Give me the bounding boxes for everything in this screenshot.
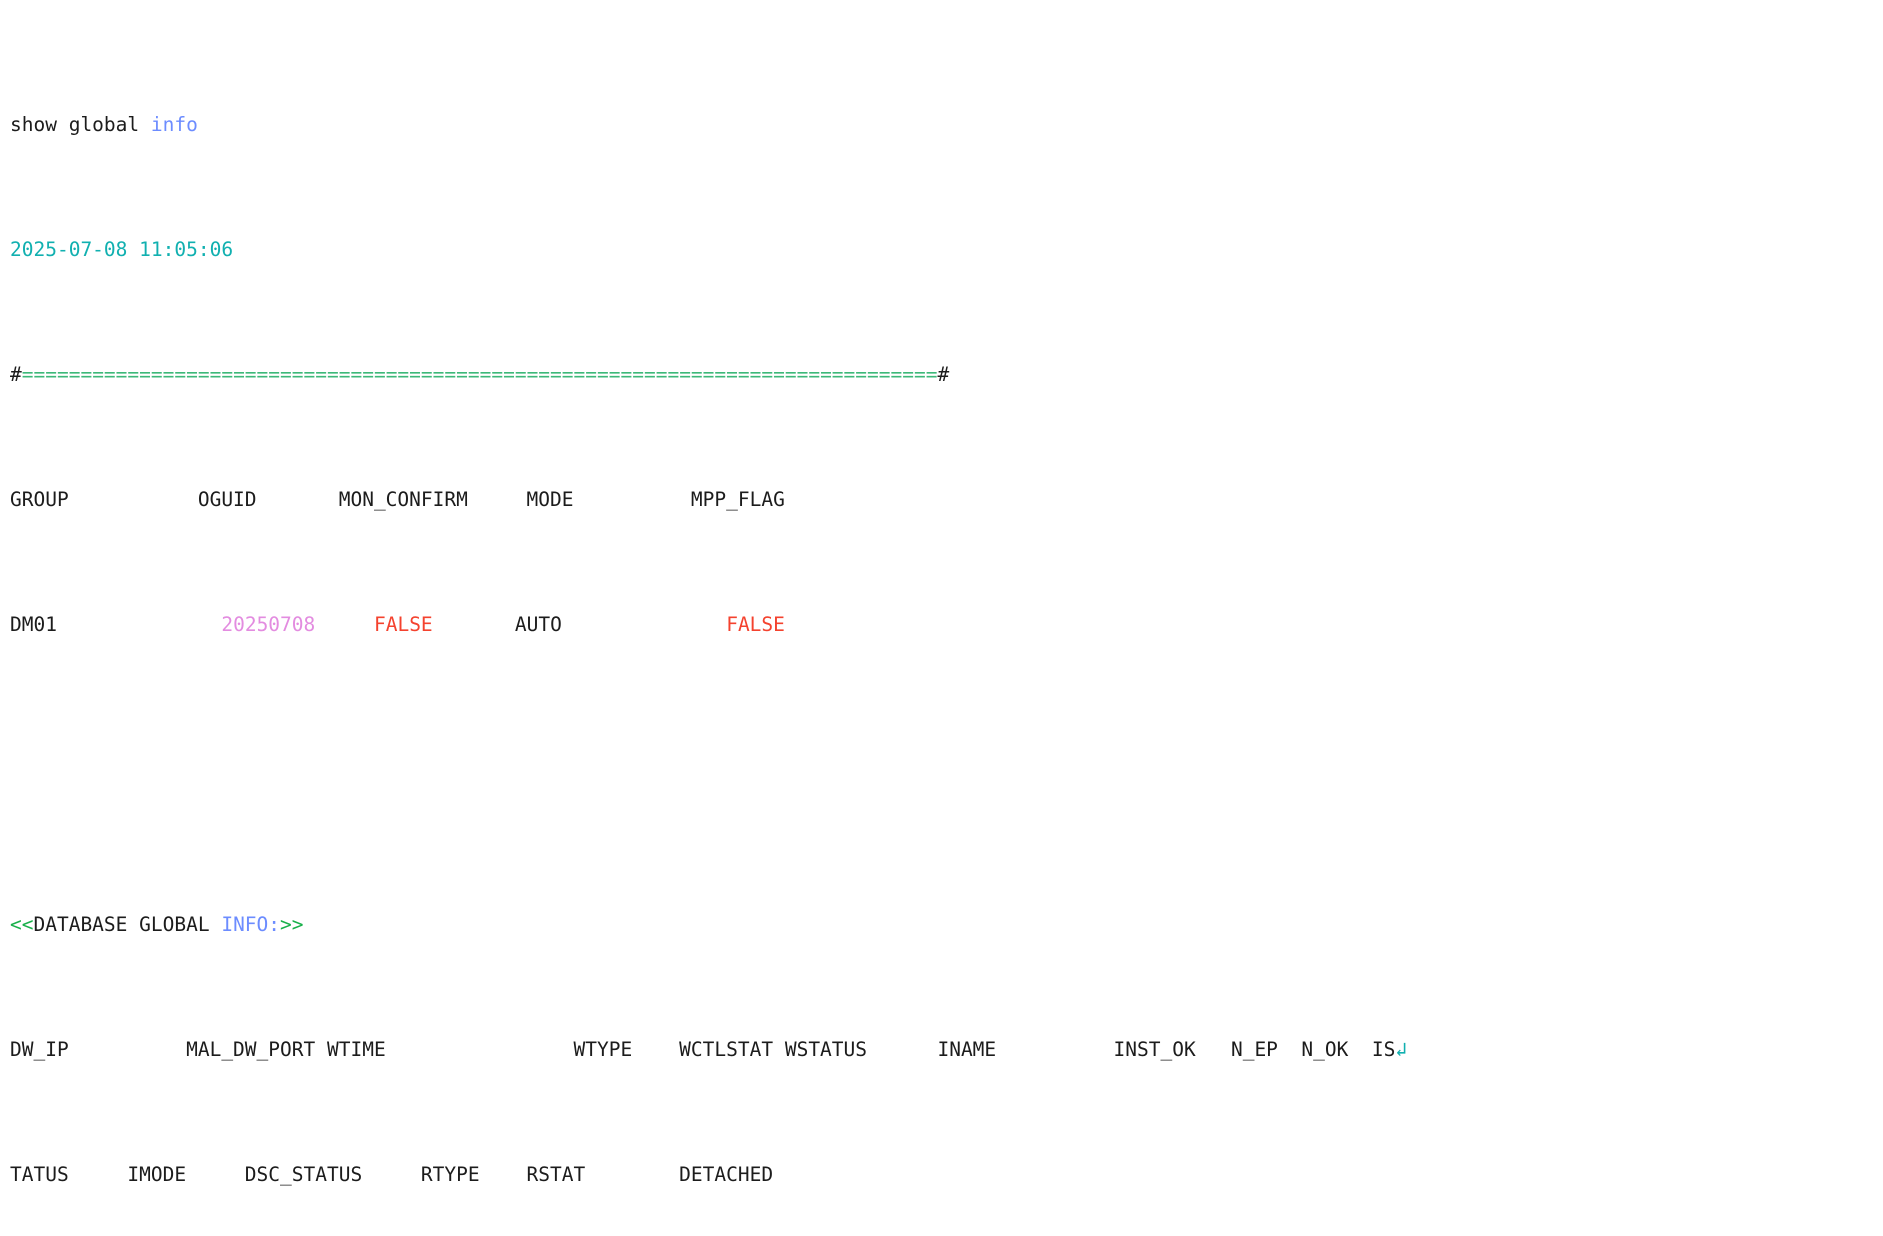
angle-open-icon: << — [10, 913, 34, 936]
group-table-header: GROUP OGUID MON_CONFIRM MODE MPP_FLAG — [10, 487, 1883, 512]
pad-1 — [57, 613, 221, 636]
group-table-row: DM01 20250708 FALSE AUTO FALSE — [10, 612, 1883, 637]
cell-group: DM01 — [10, 613, 57, 636]
line-wrap-icon: ↲ — [1395, 1038, 1408, 1061]
db-global-info-title: <<DATABASE GLOBAL INFO:>> — [10, 912, 1883, 937]
output-timestamp: 2025-07-08 11:05:06 — [10, 237, 1883, 262]
pad-2 — [315, 613, 374, 636]
cell-mode: AUTO — [514, 613, 562, 636]
blank-line-2 — [10, 787, 1883, 812]
db-header-line1-text: DW_IP MAL_DW_PORT WTIME WTYPE WCTLSTAT W… — [10, 1038, 1396, 1061]
db-header-line2-text: TATUS IMODE DSC_STATUS RTYPE RSTAT DETAC… — [10, 1163, 774, 1186]
pad-3 — [433, 613, 515, 636]
command-keyword: info — [150, 113, 198, 136]
db-table-header-row1: DW_IP MAL_DW_PORT WTIME WTYPE WCTLSTAT W… — [10, 1037, 1883, 1062]
group-header-text: GROUP OGUID MON_CONFIRM MODE MPP_FLAG — [10, 488, 785, 511]
pad-4 — [562, 613, 726, 636]
db-global-title-text: DATABASE GLOBAL — [33, 913, 222, 936]
separator-top: #=======================================… — [10, 362, 1883, 387]
cell-mon-confirm: FALSE — [373, 613, 433, 636]
blank-line-1 — [10, 712, 1883, 737]
command-line: show global info — [10, 112, 1883, 137]
angle-close-icon: >> — [280, 913, 304, 936]
cell-mpp-flag: FALSE — [726, 613, 785, 636]
timestamp-text: 2025-07-08 11:05:06 — [10, 238, 234, 261]
command-text: show global — [10, 113, 151, 136]
separator-fill-top: ========================================… — [21, 363, 938, 386]
cell-oguid: 20250708 — [221, 613, 316, 636]
separator-hash-left: # — [10, 363, 22, 386]
separator-hash-right: # — [937, 363, 950, 386]
db-global-title-keyword: INFO: — [221, 913, 281, 936]
db-table-header-row2: TATUS IMODE DSC_STATUS RTYPE RSTAT DETAC… — [10, 1162, 1883, 1187]
